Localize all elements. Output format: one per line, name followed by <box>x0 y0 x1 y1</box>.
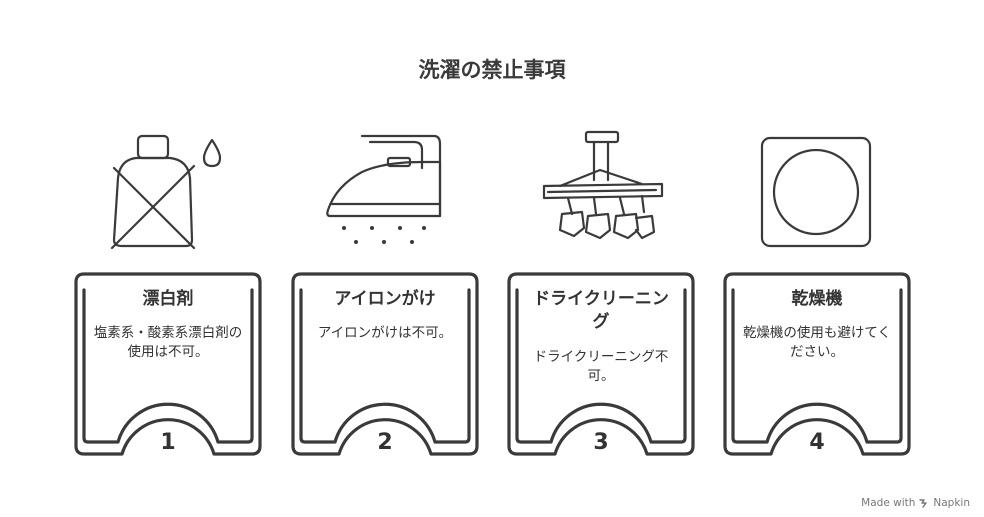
step-number: 4 <box>809 430 825 455</box>
step-card-2: アイロンがけ アイロンがけは不可。 2 <box>285 270 485 460</box>
step-title: 漂白剤 <box>142 289 194 309</box>
step-title: 乾燥機 <box>791 289 843 309</box>
no-bleach-icon <box>110 134 222 250</box>
step-description: ドライクリーニング不可。 <box>533 349 669 384</box>
dry-clean-icon <box>542 130 664 240</box>
step-card-1: 漂白剤 塩素系・酸素系漂白剤の使用は不可。 1 <box>68 270 268 460</box>
napkin-brand-text: Napkin <box>933 497 970 509</box>
step-card-4: 乾燥機 乾燥機の使用も避けてください。 4 <box>717 270 917 460</box>
step-number: 2 <box>377 430 393 455</box>
step-description: 塩素系・酸素系漂白剤の使用は不可。 <box>93 325 243 360</box>
step-description: 乾燥機の使用も避けてください。 <box>742 325 892 360</box>
page-title: 洗濯の禁止事項 <box>418 58 566 82</box>
step-card-3: ドライクリーニング ドライクリーニング不可。 3 <box>501 270 701 460</box>
napkin-logo-icon <box>919 499 928 508</box>
step-description: アイロンがけは不可。 <box>317 325 453 341</box>
tumble-dryer-icon <box>760 136 872 248</box>
footer-credit[interactable]: Made with Napkin <box>861 497 970 509</box>
iron-icon <box>326 134 442 244</box>
step-number: 1 <box>160 430 176 455</box>
step-number: 3 <box>593 430 609 455</box>
step-title: ドライクリーニング <box>533 289 669 332</box>
made-with-text: Made with <box>861 497 916 509</box>
step-title: アイロンがけ <box>334 289 436 309</box>
